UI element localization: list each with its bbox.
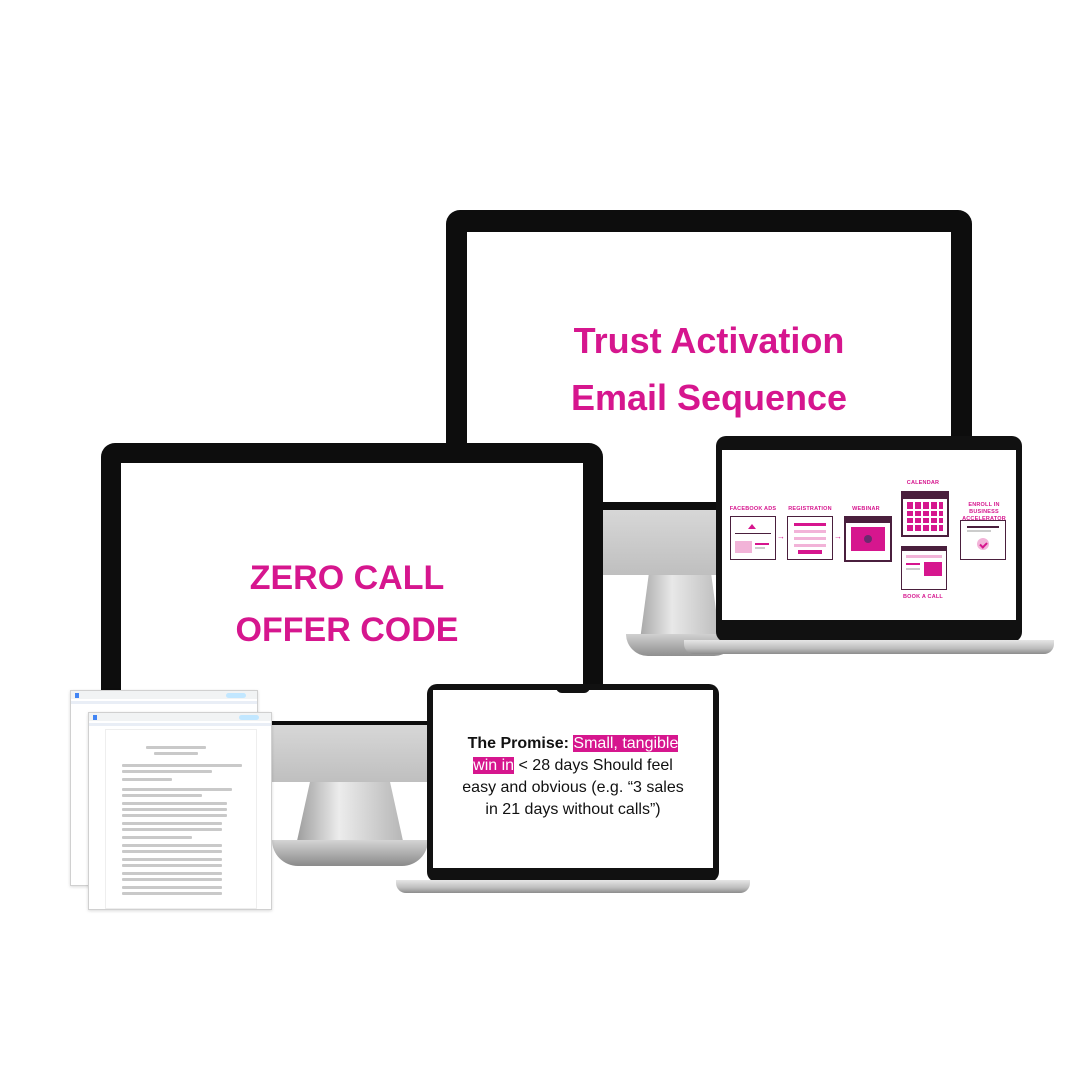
- funnel-arrow-2: →: [834, 532, 842, 541]
- promise-line-2: win in < 28 days Should feel: [440, 755, 706, 777]
- doc-icon-front: [93, 715, 97, 720]
- funnel-label-registration: REGISTRATION: [788, 506, 832, 512]
- promise-line-4: in 21 days without calls”): [485, 801, 661, 818]
- doc-icon: [75, 693, 79, 698]
- funnel-book-a-call-box: [901, 546, 947, 590]
- back-monitor-title: Trust Activation Email Sequence: [467, 312, 951, 426]
- back-monitor-title-line1: Trust Activation: [573, 320, 845, 361]
- funnel-calendar-box: [901, 491, 949, 537]
- funnel-webinar-box: [844, 516, 892, 562]
- promise-line-3: easy and obvious (e.g. “3 sales: [462, 779, 684, 796]
- funnel-laptop-base: [684, 640, 1054, 654]
- promise-highlight-1: Small, tangible: [573, 735, 679, 752]
- back-monitor-title-line2: Email Sequence: [570, 377, 848, 418]
- promise-line-1: The Promise: Small, tangible: [440, 733, 706, 755]
- promise-laptop-base: [396, 880, 750, 893]
- funnel-label-webinar: WEBINAR: [852, 506, 880, 512]
- promise-rest-1: < 28 days Should feel: [518, 757, 673, 774]
- promise-lead: The Promise:: [467, 735, 569, 752]
- funnel-label-calendar: CALENDAR: [906, 480, 940, 486]
- front-monitor-foot: [272, 840, 428, 866]
- funnel-facebook-ads-box: [730, 516, 776, 560]
- front-monitor-title-line2: OFFER CODE: [235, 611, 459, 649]
- front-monitor-screen: [121, 463, 583, 721]
- promise-text: The Promise: Small, tangible win in < 28…: [440, 733, 706, 821]
- promise-laptop-screen: [433, 690, 713, 868]
- front-monitor-title-line1: ZERO CALL: [249, 559, 445, 597]
- doc-page-front: [88, 712, 272, 910]
- funnel-registration-box: [787, 516, 833, 560]
- promise-laptop-notch: [556, 686, 590, 693]
- front-monitor-title: ZERO CALL OFFER CODE: [121, 552, 573, 656]
- funnel-arrow-1: →: [777, 532, 785, 541]
- funnel-label-enroll: ENROLL IN BUSINESS ACCELERATOR: [962, 502, 1006, 522]
- funnel-enroll-box: [960, 520, 1006, 560]
- funnel-label-facebook-ads: FACEBOOK ADS: [729, 506, 777, 512]
- promise-highlight-2: win in: [473, 757, 515, 774]
- funnel-label-book-a-call: BOOK A CALL: [903, 594, 943, 600]
